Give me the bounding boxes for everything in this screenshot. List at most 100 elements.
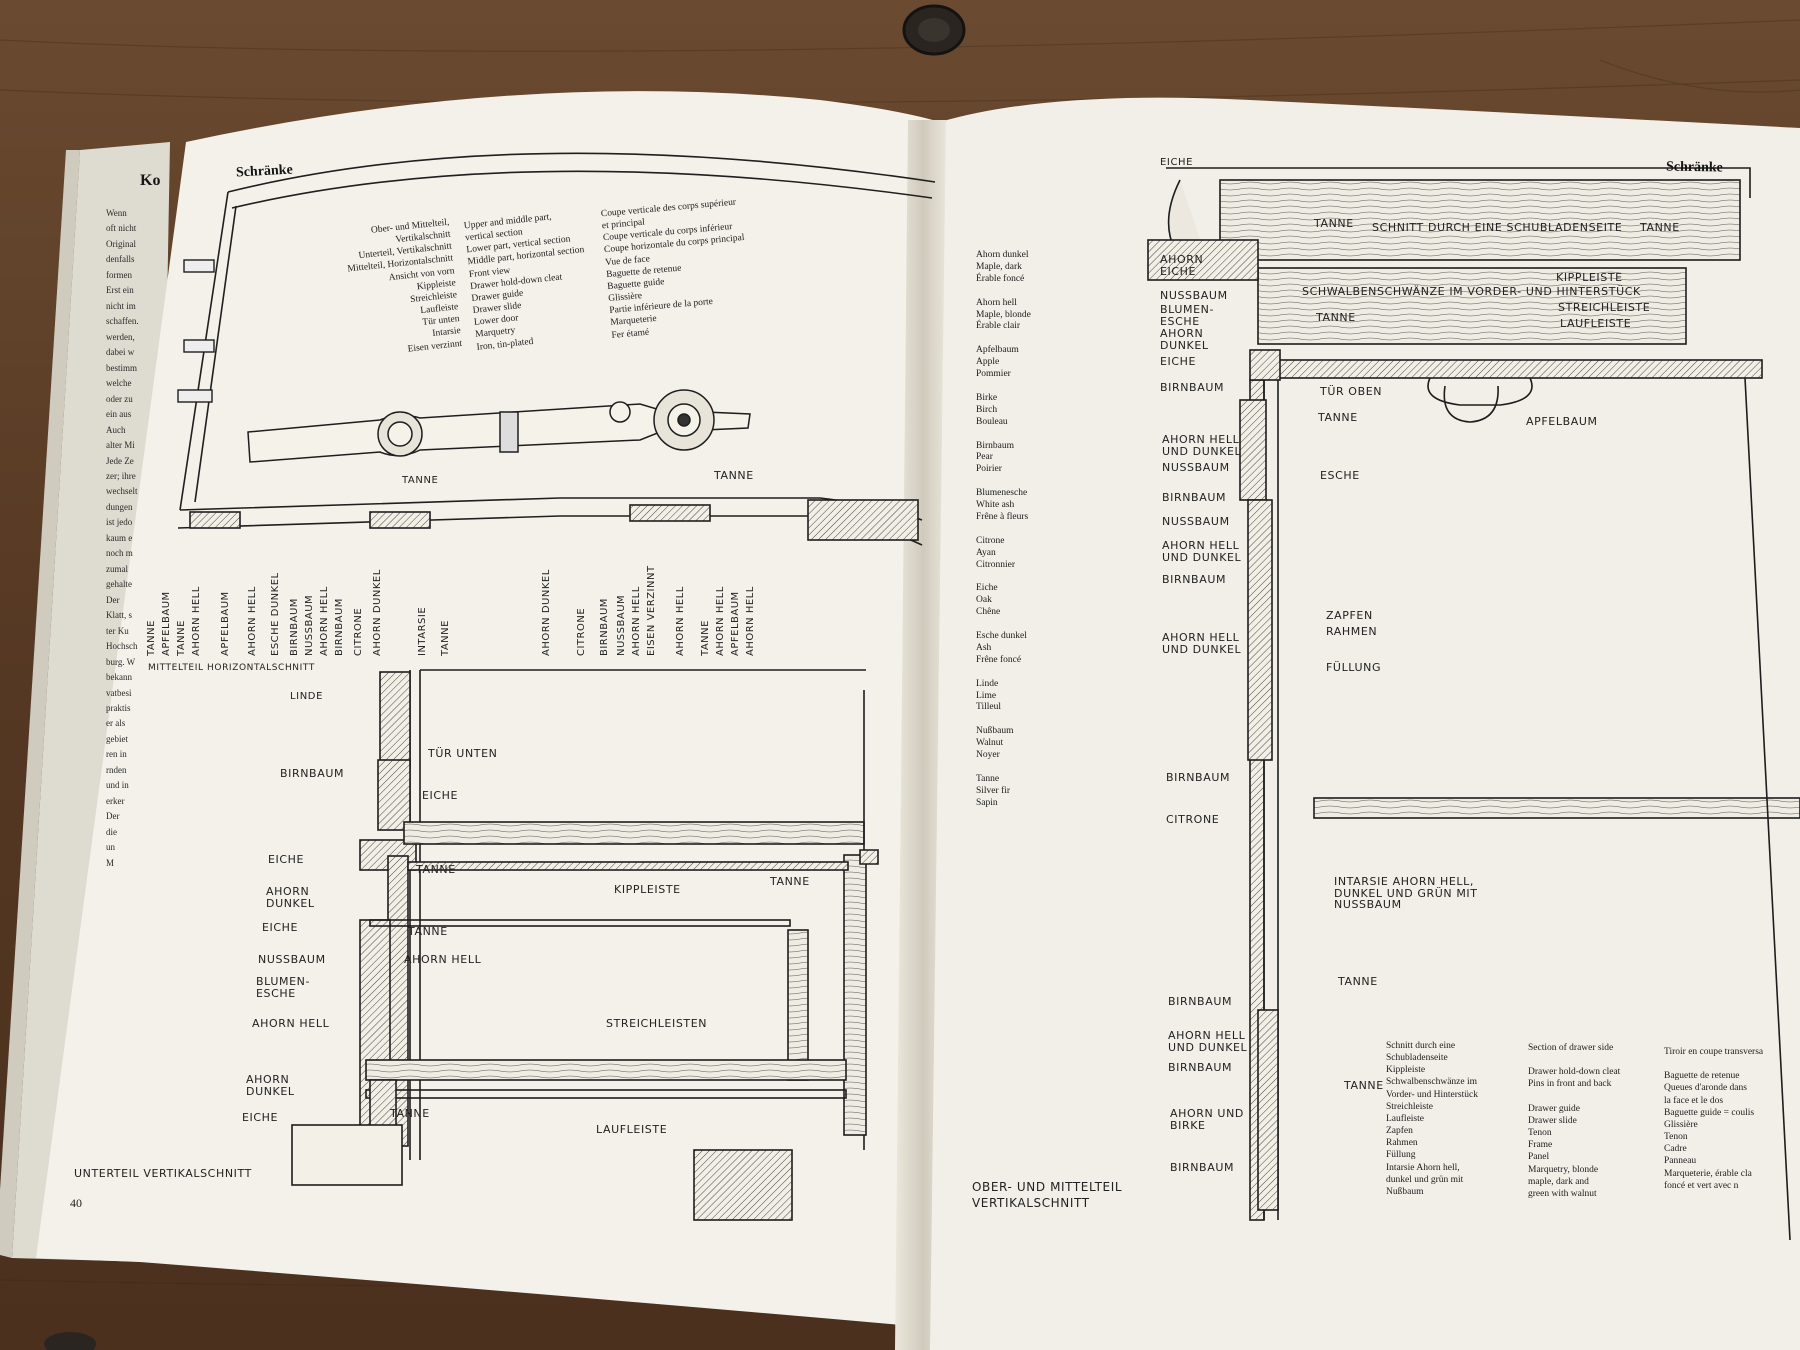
label-r-esche: ESCHE bbox=[1320, 469, 1360, 482]
under-page-line: ist jedo bbox=[106, 517, 133, 528]
drawer-legend-line: Panneau bbox=[1664, 1156, 1697, 1167]
wood-name: Maple, blonde bbox=[976, 309, 1031, 320]
wood-name: Citronnier bbox=[976, 559, 1016, 570]
label-eiche-2: EICHE bbox=[268, 853, 305, 866]
label-r-eiche-top: EICHE bbox=[1160, 157, 1194, 168]
right-page-header: Schränke bbox=[1665, 159, 1723, 176]
under-page-line: gehalte bbox=[106, 579, 132, 590]
label-r-laufleiste: LAUFLEISTE bbox=[1560, 317, 1632, 330]
horizontal-section-label: AHORN DUNKEL bbox=[372, 569, 383, 656]
label-r-ahorn-hell-dunkel-3: AHORN HELL UND DUNKEL bbox=[1162, 631, 1242, 656]
under-page-line: dungen bbox=[106, 501, 133, 512]
horizontal-section-label: AHORN HELL bbox=[675, 586, 686, 656]
under-page-line: Jede Ze bbox=[106, 455, 134, 466]
label-r-rahmen: RAHMEN bbox=[1326, 625, 1378, 638]
drawer-legend-line: foncé et vert avec n bbox=[1664, 1180, 1739, 1191]
wood-name: Maple, dark bbox=[976, 261, 1022, 272]
drawer-legend-french: Tiroir en coupe transversa Baguette de r… bbox=[1664, 1046, 1763, 1204]
wood-name: Tilleul bbox=[976, 702, 1001, 713]
wood-name: Lime bbox=[976, 690, 997, 701]
label-r-nussbaum-1: NUSSBAUM bbox=[1160, 289, 1228, 302]
label-r-tanne-c: TANNE bbox=[1316, 311, 1356, 324]
horizontal-section-label: AHORN HELL bbox=[745, 586, 756, 656]
under-page-line: zer; ihre bbox=[106, 470, 136, 481]
upper-vertical-section bbox=[1147, 167, 1800, 1241]
label-caption-vertical: UNTERTEIL VERTIKALSCHNITT bbox=[74, 1167, 252, 1180]
label-r-tanne-a: TANNE bbox=[1314, 217, 1354, 230]
wood-name: Frêne à fleurs bbox=[976, 511, 1029, 522]
under-page-line: schaffen. bbox=[106, 316, 139, 327]
drawer-legend-line: Rahmen bbox=[1386, 1138, 1418, 1149]
under-page-line: denfalls bbox=[106, 254, 135, 265]
lower-vertical-section bbox=[291, 669, 879, 1221]
label-r-birnbaum-3: BIRNBAUM bbox=[1162, 573, 1227, 586]
under-page-line: Der bbox=[106, 594, 120, 605]
wood-name: Pear bbox=[976, 452, 993, 463]
wood-name: Noyer bbox=[976, 750, 1000, 760]
left-page-header: Schränke bbox=[235, 162, 294, 181]
label-eiche-3: EICHE bbox=[262, 921, 299, 934]
label-eiche-4: EICHE bbox=[242, 1111, 279, 1124]
wood-name: Poirier bbox=[976, 464, 1002, 475]
drawer-legend-line: Tenon bbox=[1664, 1132, 1688, 1143]
drawer-legend-line: Section of drawer side bbox=[1528, 1043, 1614, 1053]
horizontal-section-label: NUSSBAUM bbox=[616, 594, 627, 656]
wood-name: Pommier bbox=[976, 369, 1011, 379]
drawer-legend-line: Kippleiste bbox=[1386, 1065, 1426, 1076]
label-r-zapfen: ZAPFEN bbox=[1326, 609, 1373, 622]
drawer-legend-line: Laufleiste bbox=[1386, 1113, 1424, 1124]
label-tuer-unten: TÜR UNTEN bbox=[428, 747, 498, 760]
under-page-line: oder zu bbox=[106, 393, 133, 404]
label-r-kippleiste: KIPPLEISTE bbox=[1556, 271, 1623, 284]
label-kippleiste: KIPPLEISTE bbox=[614, 883, 681, 896]
under-page-line: Der bbox=[106, 811, 120, 822]
under-page-line: rnden bbox=[106, 764, 127, 775]
under-page-line: Auch bbox=[106, 424, 126, 435]
drawer-legend-line: Pins in front and back bbox=[1528, 1079, 1612, 1090]
drawer-legend-line: Intarsie Ahorn hell, bbox=[1386, 1162, 1460, 1173]
wood-name: Érable foncé bbox=[976, 273, 1025, 284]
drawer-legend-line: Füllung bbox=[1386, 1150, 1416, 1161]
horizontal-section-label: TANNE bbox=[440, 620, 451, 656]
label-ahorn-dunkel-2: AHORN DUNKEL bbox=[246, 1073, 295, 1098]
wood-name: Bouleau bbox=[976, 416, 1008, 427]
wood-name: Frêne foncé bbox=[976, 654, 1022, 665]
under-page-line: oft nicht bbox=[106, 223, 137, 234]
horizontal-section-label: NUSSBAUM bbox=[304, 594, 315, 656]
label-r-tanne-e: TANNE bbox=[1338, 975, 1378, 988]
label-tanne-1: TANNE bbox=[416, 863, 456, 876]
drawer-legend-line: Cadre bbox=[1664, 1144, 1687, 1155]
drawer-legend-line: Zapfen bbox=[1386, 1126, 1413, 1137]
drawer-legend-line: Schubladenseite bbox=[1386, 1053, 1448, 1064]
label-tanne-3: TANNE bbox=[408, 925, 448, 938]
wood-name: Sapin bbox=[976, 797, 998, 808]
wood-name: Birke bbox=[976, 392, 998, 403]
wood-name: Érable clair bbox=[976, 321, 1021, 332]
under-page-line: Hochsch bbox=[106, 641, 138, 652]
drawer-legend-line: Tenon bbox=[1528, 1128, 1552, 1139]
label-r-apfelbaum: APFELBAUM bbox=[1526, 415, 1598, 428]
drawer-legend-line: Frame bbox=[1528, 1140, 1553, 1151]
drawer-legend-line: la face et le dos bbox=[1664, 1095, 1724, 1106]
under-page-line: werden, bbox=[106, 331, 135, 342]
under-page-line: Original bbox=[106, 238, 136, 249]
drawer-legend-line: Drawer guide bbox=[1528, 1103, 1580, 1114]
drawer-legend-line: Nußbaum bbox=[1386, 1186, 1424, 1197]
wood-name: Ash bbox=[976, 642, 992, 653]
book-gutter bbox=[895, 120, 946, 1350]
label-r-tanne-b: TANNE bbox=[1640, 221, 1680, 234]
label-r-schwalben: SCHWALBENSCHWÄNZE IM VORDER- UND HINTERS… bbox=[1302, 285, 1641, 298]
left-page bbox=[36, 91, 940, 1325]
under-page-line: Wenn bbox=[106, 208, 127, 218]
under-page-line: formen bbox=[106, 269, 132, 280]
under-page-line: ein aus bbox=[106, 409, 132, 420]
horizontal-section-label: AHORN HELL bbox=[247, 586, 258, 656]
